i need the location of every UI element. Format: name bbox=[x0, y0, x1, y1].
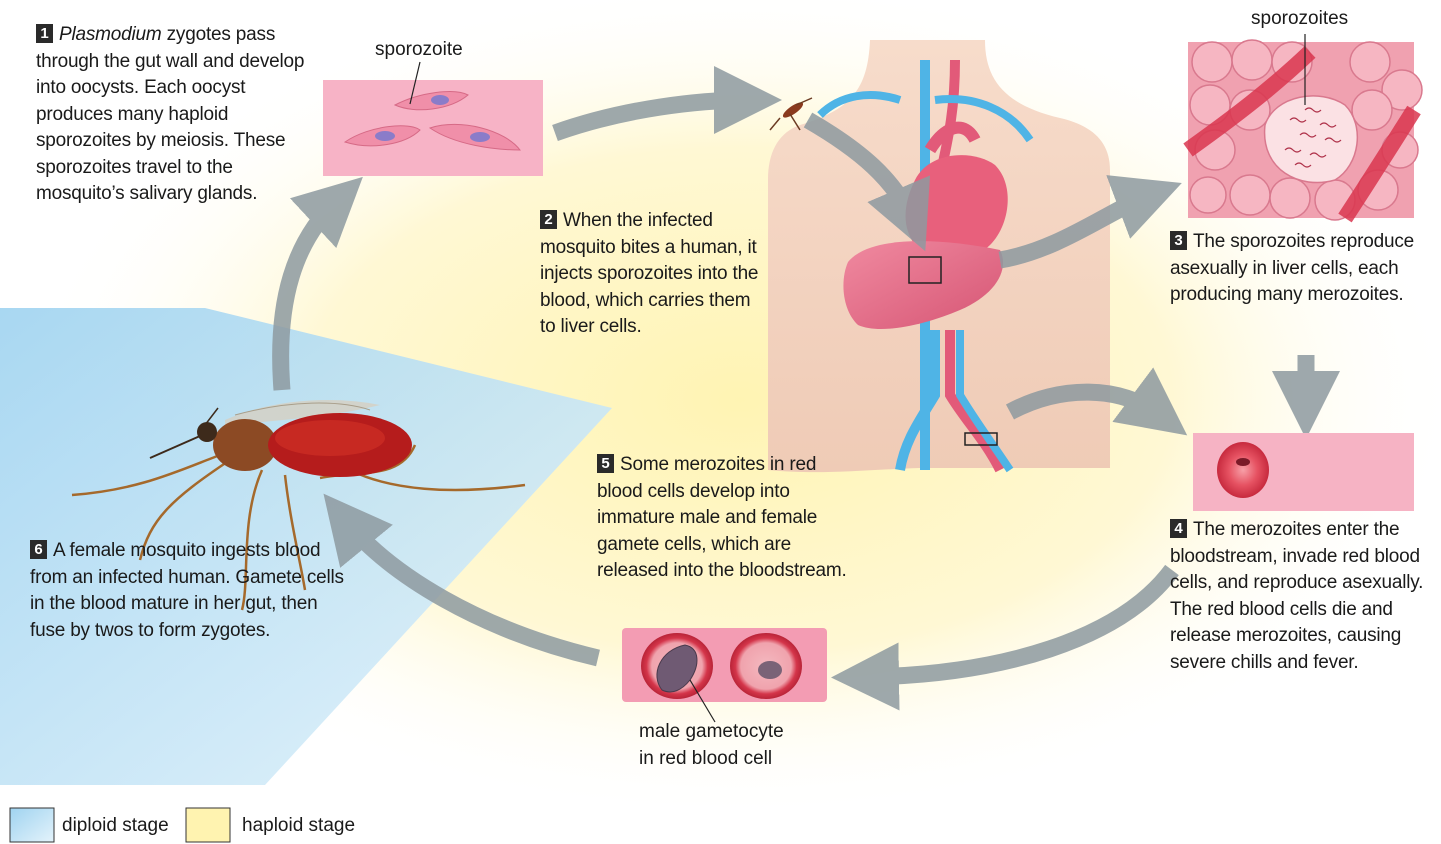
legend-diploid-swatch bbox=[10, 808, 54, 842]
step-4-text: The merozoites enter the bloodstream, in… bbox=[1170, 519, 1423, 673]
step-1-number: 1 bbox=[36, 24, 53, 43]
sporozoites-label: sporozoites bbox=[1251, 6, 1348, 32]
step-1-italic: Plasmodium bbox=[59, 24, 162, 45]
step-2-text: When the infected mosquito bites a human… bbox=[540, 210, 758, 337]
merozoite-rbc-panel bbox=[1193, 433, 1414, 511]
step-5-number: 5 bbox=[597, 454, 614, 473]
step-1-text: zygotes pass through the gut wall and de… bbox=[36, 24, 304, 204]
liver-cells-panel bbox=[1188, 34, 1422, 220]
step-6-number: 6 bbox=[30, 540, 47, 559]
legend-haploid-swatch bbox=[186, 808, 230, 842]
step-2-number: 2 bbox=[540, 210, 557, 229]
gametocyte-label-line2: in red blood cell bbox=[639, 746, 772, 772]
gametocyte-label-line1: male gametocyte bbox=[639, 719, 784, 745]
step-5-text: Some merozoites in red blood cells devel… bbox=[597, 454, 847, 581]
step-1: 1 Plasmodium zygotes pass through the gut… bbox=[36, 22, 316, 208]
legend-diploid-label: diploid stage bbox=[62, 815, 169, 837]
step-4-number: 4 bbox=[1170, 519, 1187, 538]
legend-haploid-label: haploid stage bbox=[242, 815, 355, 837]
step-3-text: The sporozoites reproduce asexually in l… bbox=[1170, 231, 1414, 305]
sporozoite-label: sporozoite bbox=[375, 37, 463, 63]
step-3-number: 3 bbox=[1170, 231, 1187, 250]
step-6-text: A female mosquito ingests blood from an … bbox=[30, 540, 344, 641]
